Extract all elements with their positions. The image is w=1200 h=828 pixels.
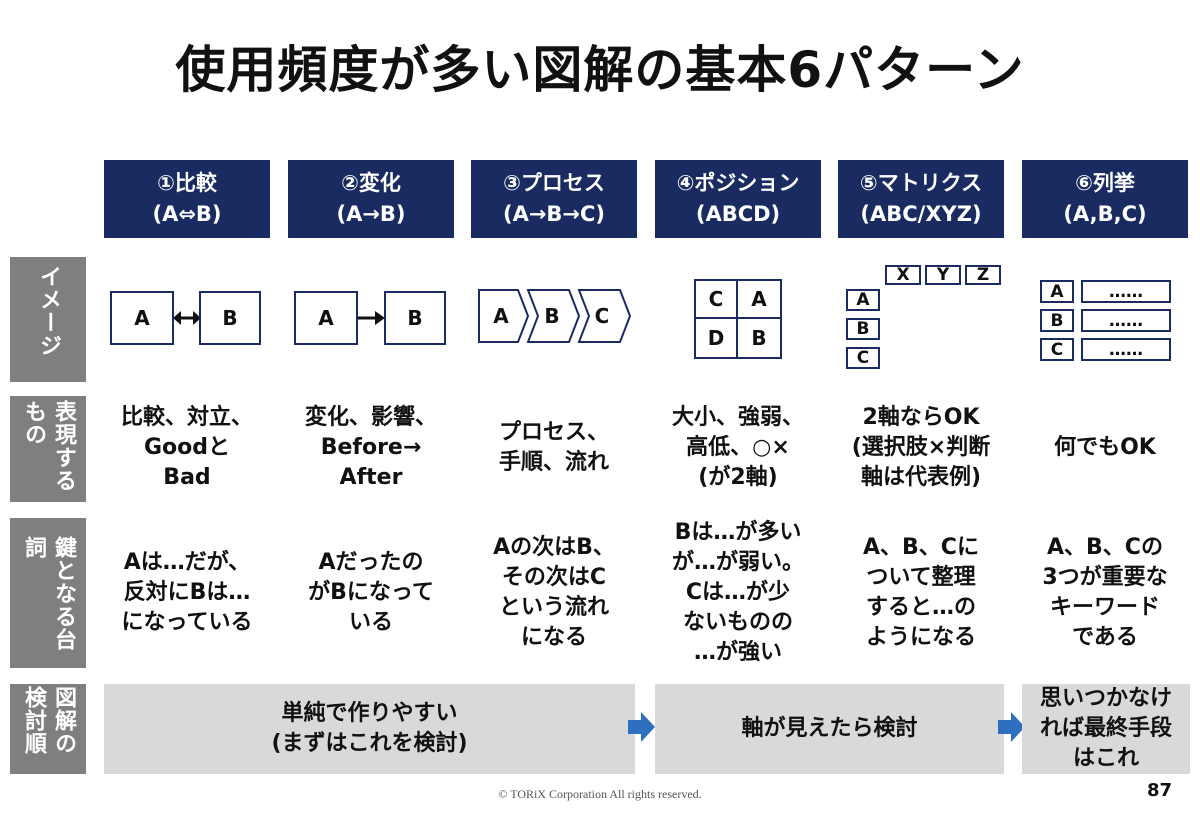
review-band-last-resort: 思いつかなけ れば最終手段 はこれ bbox=[1022, 684, 1190, 774]
expresses-process: プロセス、 手順、流れ bbox=[498, 420, 609, 475]
page-title: 使用頻度が多い図解の基本6パターン bbox=[175, 41, 1025, 99]
process-label-b: B bbox=[544, 304, 560, 328]
row-label-image: イメージ bbox=[10, 257, 86, 382]
list-item-dots: …… bbox=[1081, 309, 1171, 332]
key-phrase-position: Bは…が多い が…が弱い。 Cは…が少 ないものの …が強い bbox=[671, 520, 804, 665]
blue-arrow-icon bbox=[628, 712, 655, 742]
expresses-change: 変化、影響、 Before→ After bbox=[304, 405, 437, 490]
key-phrase-compare: Aは…だが、 反対にBは… になっている bbox=[121, 550, 253, 635]
row-label-text: 表現するもの bbox=[21, 400, 76, 492]
position-cell-d: D bbox=[696, 319, 738, 357]
column-header-subtitle: (A⇔B) bbox=[152, 202, 222, 226]
column-header-change: ②変化 (A→B) bbox=[288, 160, 454, 238]
process-chevrons bbox=[478, 289, 632, 343]
matrix-row-b: B bbox=[846, 318, 880, 340]
column-header-title: ④ポジション bbox=[676, 171, 800, 195]
list-item-dots: …… bbox=[1081, 280, 1171, 303]
column-header-title: ①比較 bbox=[157, 171, 217, 195]
process-label-c: C bbox=[594, 304, 610, 328]
column-header-subtitle: (A→B) bbox=[336, 202, 406, 226]
expresses-compare: 比較、対立、 Goodと Bad bbox=[120, 405, 253, 490]
position-cell-a: A bbox=[738, 281, 780, 319]
row-label-key-phrase: 鍵となる台詞 bbox=[10, 518, 86, 668]
row-label-review-order: 図解の検討順 bbox=[10, 684, 86, 774]
list-label-b: B bbox=[1040, 309, 1074, 332]
blue-arrow-icon bbox=[998, 712, 1025, 742]
column-header-list: ⑥列挙 (A,B,C) bbox=[1022, 160, 1188, 238]
double-arrow-icon bbox=[173, 311, 201, 325]
row-label-text: 鍵となる台詞 bbox=[21, 536, 76, 651]
matrix-header-x: X bbox=[885, 265, 921, 285]
review-band-axis: 軸が見えたら検討 bbox=[655, 684, 1004, 774]
row-label-text: 図解の検討順 bbox=[21, 686, 76, 755]
process-chevron-a bbox=[478, 289, 530, 343]
position-cell-b: B bbox=[751, 326, 767, 350]
position-grid: C A D B bbox=[694, 279, 782, 359]
copyright-footer: © TORiX Corporation All rights reserved. bbox=[498, 787, 702, 801]
list-label-c: C bbox=[1040, 338, 1074, 361]
process-chevron-c bbox=[577, 289, 632, 343]
key-phrase-change: Aだったの がBになって いる bbox=[308, 550, 434, 635]
review-band-simple: 単純で作りやすい (まずはこれを検討) bbox=[104, 684, 635, 774]
matrix-row-a: A bbox=[846, 289, 880, 311]
change-box-a: A bbox=[294, 291, 358, 345]
list-item-dots: …… bbox=[1081, 338, 1171, 361]
column-header-compare: ①比較 (A⇔B) bbox=[104, 160, 270, 238]
position-cell-c: C bbox=[696, 281, 738, 319]
row-label-expresses: 表現するもの bbox=[10, 396, 86, 502]
right-arrow-icon bbox=[358, 311, 385, 325]
page-number: 87 bbox=[1146, 780, 1172, 801]
column-header-process: ③プロセス (A→B→C) bbox=[471, 160, 637, 238]
key-phrase-matrix: A、B、Cに ついて整理 すると…の ようになる bbox=[863, 535, 979, 650]
key-phrase-list: A、B、Cの 3つが重要な キーワード である bbox=[1042, 535, 1168, 650]
column-header-position: ④ポジション (ABCD) bbox=[655, 160, 821, 238]
column-header-subtitle: (ABC/XYZ) bbox=[860, 202, 982, 226]
column-header-matrix: ⑤マトリクス (ABC/XYZ) bbox=[838, 160, 1004, 238]
matrix-row-c: C bbox=[846, 347, 880, 369]
expresses-list: 何でもOK bbox=[1054, 435, 1156, 460]
list-label-a: A bbox=[1040, 280, 1074, 303]
matrix-header-z: Z bbox=[965, 265, 1001, 285]
column-header-subtitle: (A→B→C) bbox=[502, 202, 606, 226]
row-label-text: イメージ bbox=[36, 265, 61, 357]
column-header-title: ⑤マトリクス bbox=[859, 171, 983, 195]
column-header-title: ②変化 bbox=[341, 171, 401, 195]
key-phrase-process: Aの次はB、 その次はC という流れ になる bbox=[493, 535, 615, 650]
change-box-b: B bbox=[384, 291, 446, 345]
column-header-subtitle: (A,B,C) bbox=[1063, 202, 1147, 226]
column-header-subtitle: (ABCD) bbox=[695, 202, 781, 226]
matrix-header-y: Y bbox=[925, 265, 961, 285]
compare-box-a: A bbox=[110, 291, 174, 345]
compare-box-b: B bbox=[199, 291, 261, 345]
column-header-title: ③プロセス bbox=[503, 171, 605, 195]
expresses-position: 大小、強弱、 高低、○× (が2軸) bbox=[671, 405, 804, 490]
process-label-a: A bbox=[493, 304, 509, 328]
column-header-title: ⑥列挙 bbox=[1075, 171, 1135, 195]
process-chevron-b bbox=[526, 289, 581, 343]
expresses-matrix: 2軸ならOK (選択肢×判断 軸は代表例) bbox=[851, 405, 991, 490]
